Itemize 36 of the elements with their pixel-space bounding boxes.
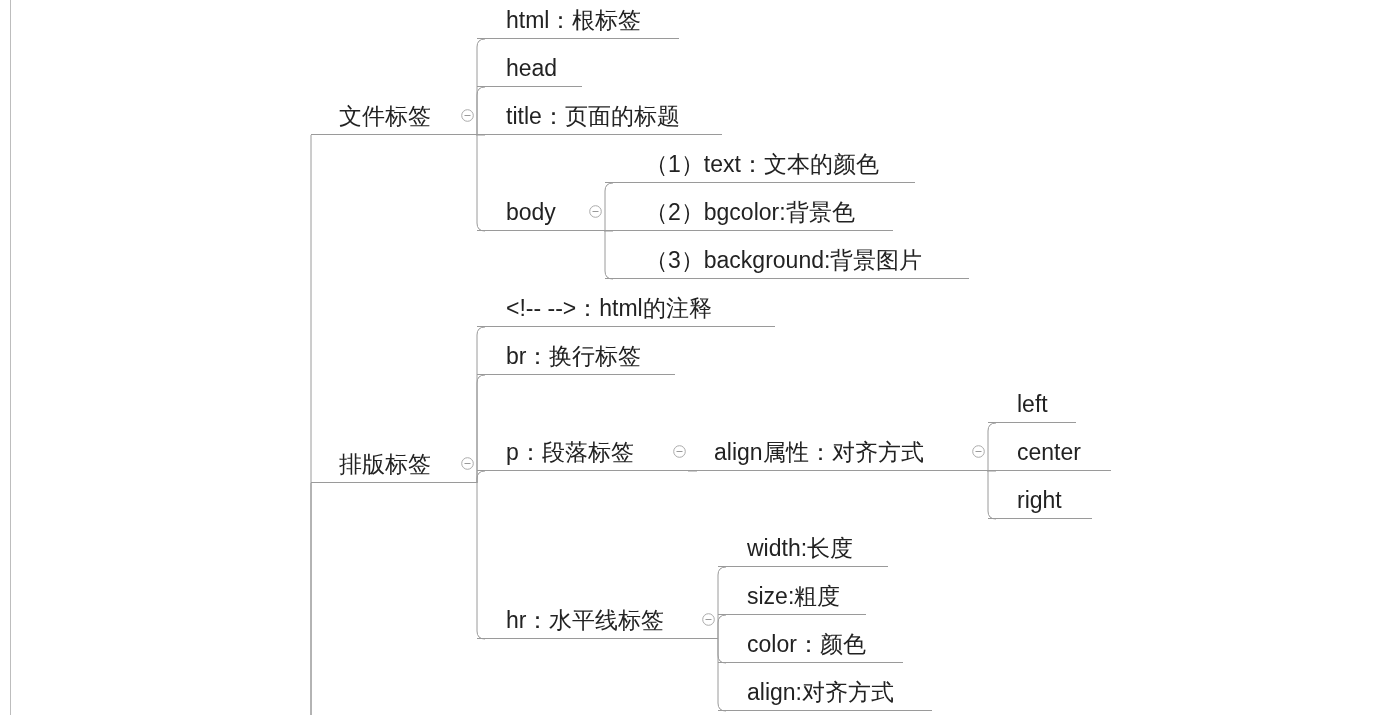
topic-text: head [506, 54, 558, 82]
connector-line [476, 482, 486, 640]
connector-line [987, 422, 997, 472]
topic-text: size:粗度 [747, 582, 841, 610]
topic-text: title：页面的标题 [506, 102, 680, 130]
topic-text: <!-- -->：html的注释 [506, 294, 712, 322]
connector-line [476, 134, 486, 232]
topic-text: color：颜色 [747, 630, 866, 658]
topic-text: hr：水平线标签 [506, 606, 665, 634]
topic-text: （2）bgcolor:背景色 [645, 198, 855, 226]
connector-line [687, 470, 698, 472]
connector-line [604, 182, 614, 232]
topic-text: p：段落标签 [506, 438, 634, 466]
connector-line [717, 638, 727, 712]
topic-text: left [1017, 390, 1048, 418]
topic-text: align:对齐方式 [747, 678, 894, 706]
connector-line [604, 230, 614, 280]
connector-line [476, 470, 486, 484]
connector-line [476, 86, 486, 136]
topic-text: align属性：对齐方式 [714, 438, 924, 466]
topic-text: （3）background:背景图片 [645, 246, 923, 274]
topic-text: 排版标签 [339, 450, 431, 478]
topic-text: body [506, 198, 556, 226]
connector-line [986, 470, 997, 472]
topic-text: width:长度 [747, 534, 854, 562]
topic-text: center [1017, 438, 1081, 466]
topic-text: br：换行标签 [506, 342, 642, 370]
topic-text: html：根标签 [506, 6, 642, 34]
connector-line [475, 134, 486, 136]
topic-text: right [1017, 486, 1062, 514]
topic-text: （1）text：文本的颜色 [645, 150, 879, 178]
topic-text: 文件标签 [339, 102, 431, 130]
connector-line [310, 482, 312, 715]
connector-line [717, 614, 727, 640]
connector-line [987, 470, 997, 520]
connector-line [603, 230, 614, 232]
